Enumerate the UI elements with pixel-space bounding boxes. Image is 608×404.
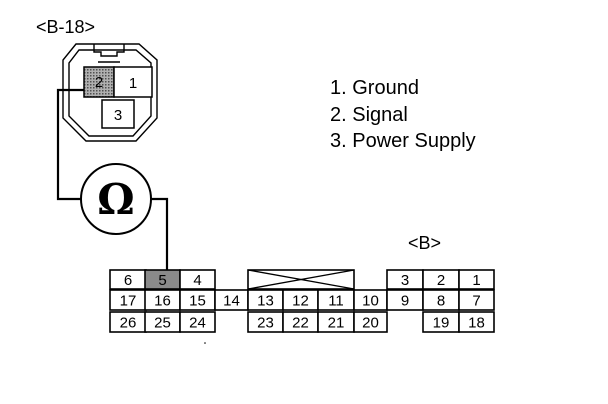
ecu-blank-cavity (247, 269, 355, 290)
stray-dot (204, 342, 206, 344)
ecu-pin-25-label: 25 (154, 315, 171, 332)
ecu-pin-20-cell (353, 311, 388, 333)
sensor-connector: <B-18> 2 1 3 (36, 17, 158, 142)
wire-sensor-to-meter (56, 88, 84, 201)
sensor-pin-2-cell (83, 66, 115, 98)
connector-housing-inner (68, 49, 152, 137)
sensor-connector-label: <B-18> (36, 17, 95, 37)
sensor-pin-3-label: 3 (114, 107, 122, 124)
ecu-pin-1-cell (458, 269, 495, 290)
ecu-pin-7-label: 7 (472, 293, 480, 310)
ohmmeter-circle (80, 163, 152, 235)
ecu-pin-18-label: 18 (468, 315, 485, 332)
sensor-pin-3-cell (101, 99, 135, 129)
sensor-pin-1-label: 1 (129, 75, 137, 92)
ecu-pin-22-label: 22 (292, 315, 309, 332)
legend-item-signal: 2. Signal (330, 104, 408, 126)
sensor-pin-2-label: 2 (95, 74, 103, 91)
ecu-pin-1-label: 1 (472, 272, 480, 289)
sensor-pin-1-cell (113, 66, 153, 98)
ohmmeter: Ω (80, 163, 152, 235)
ecu-pin-9-label: 9 (401, 293, 409, 310)
wire-meter-to-ecu (150, 197, 169, 271)
ecu-pin-15-label: 15 (189, 293, 206, 310)
ecu-pin-3-label: 3 (401, 272, 409, 289)
ecu-pin-18-cell (458, 311, 495, 333)
ecu-pin-26-label: 26 (120, 315, 137, 332)
ohm-icon: Ω (97, 175, 134, 224)
ecu-pin-7-cell (458, 289, 495, 311)
ecu-pin-10-label: 10 (362, 293, 379, 310)
ecu-pin-11-label: 11 (328, 293, 344, 310)
connector-housing-outer (62, 43, 158, 142)
ecu-pin-16-label: 16 (154, 293, 171, 310)
ecu-pin-4-cell (179, 269, 216, 290)
legend-item-ground: 1. Ground (330, 77, 419, 99)
ecu-pin-4-label: 4 (193, 272, 201, 289)
ecu-pin-19-label: 19 (433, 315, 450, 332)
ecu-pin-20-label: 20 (362, 315, 379, 332)
ecu-pin-2-label: 2 (437, 272, 445, 289)
ecu-pin-17-label: 17 (120, 293, 137, 310)
ecu-pin-14-label: 14 (223, 293, 240, 310)
legend-item-power-supply: 3. Power Supply (330, 130, 476, 152)
ecu-pin-6-label: 6 (124, 272, 132, 289)
ecu-pin-21-label: 21 (328, 315, 345, 332)
ecu-pin-5-label: 5 (158, 272, 166, 289)
ecu-pin-13-label: 13 (257, 293, 274, 310)
ecu-pin-24-cell (179, 311, 216, 333)
ecu-pin-12-label: 12 (292, 293, 309, 310)
ecu-pin-8-label: 8 (437, 293, 445, 310)
connector-lock-tab (93, 44, 125, 57)
ecu-pin-24-label: 24 (189, 315, 206, 332)
pin-legend: 1. Ground 2. Signal 3. Power Supply (330, 77, 476, 152)
ecu-pin-23-label: 23 (257, 315, 274, 332)
ecu-connector-label: <B> (408, 233, 441, 253)
